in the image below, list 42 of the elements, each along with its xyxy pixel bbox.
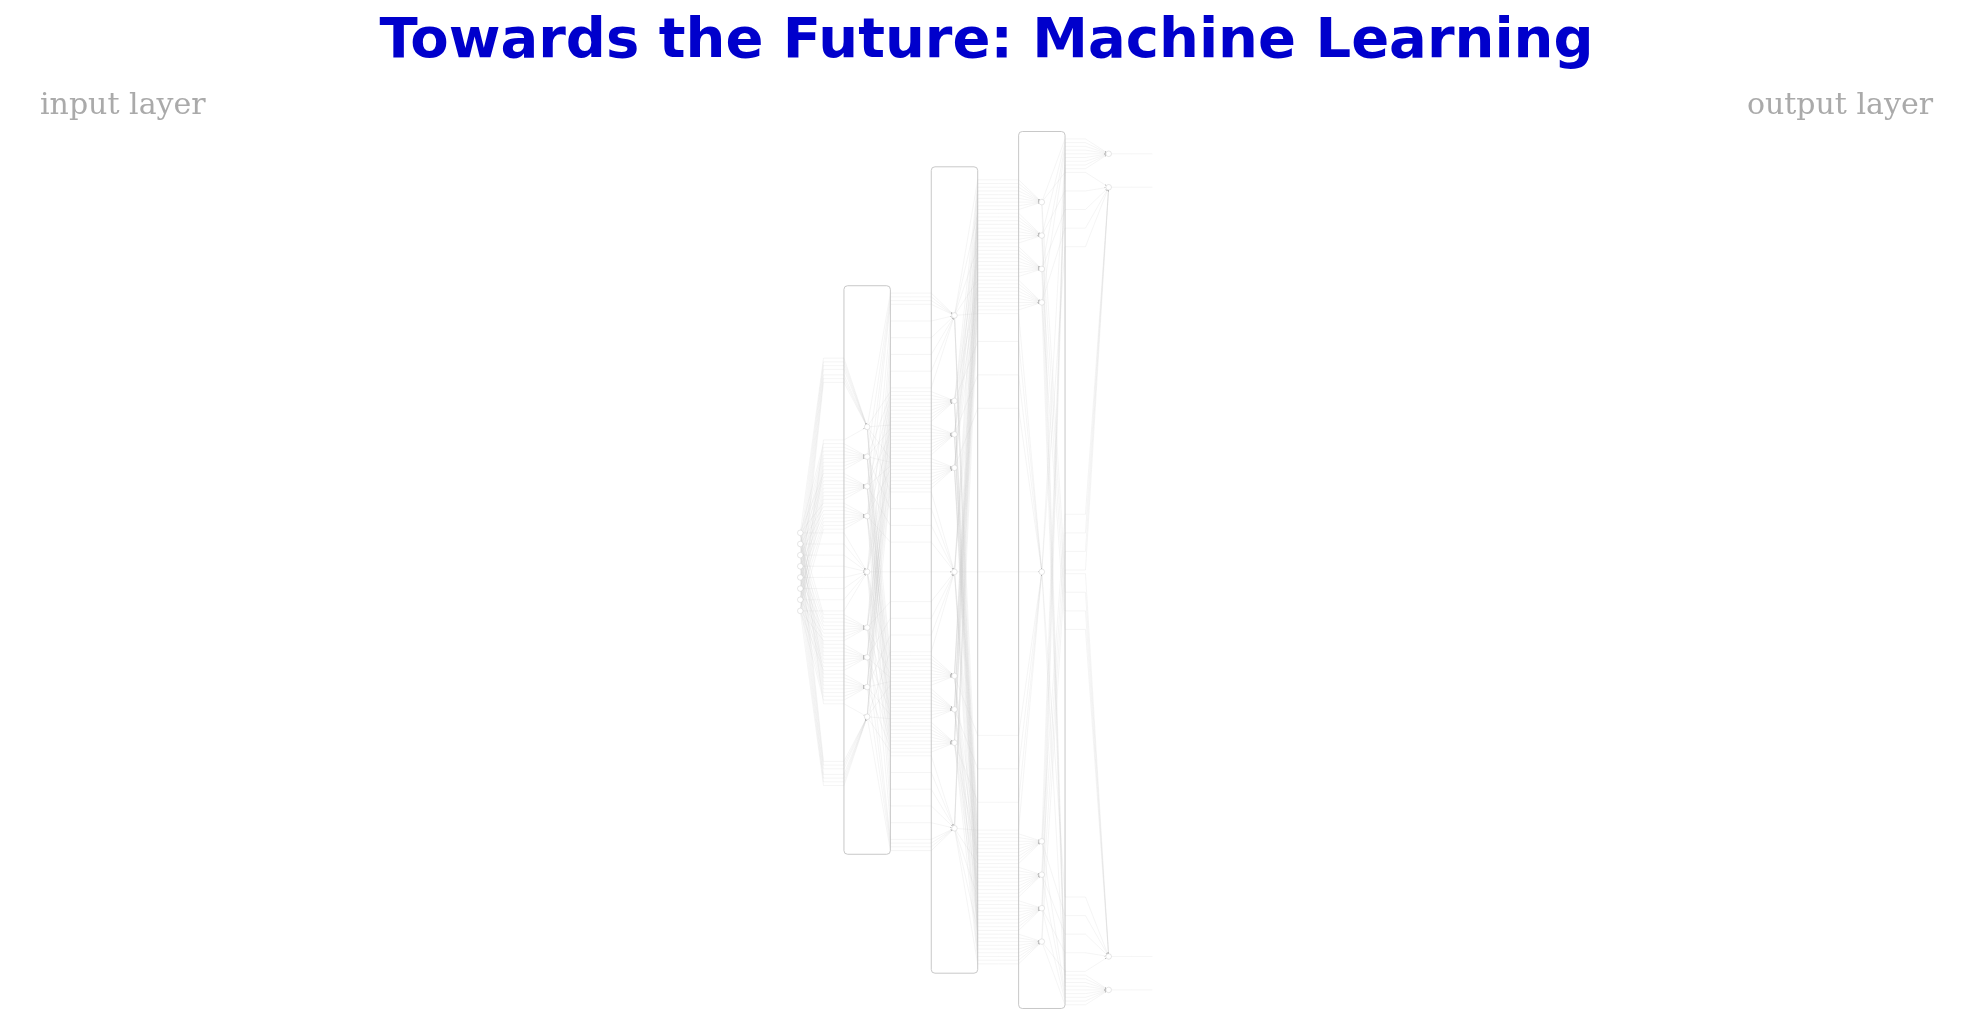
cluster — [843, 285, 892, 855]
node-circle — [1039, 266, 1046, 272]
node-circle — [864, 423, 871, 430]
node-circle — [797, 541, 804, 547]
cluster — [1018, 131, 1066, 1009]
title: Towards the Future: Machine Learning — [379, 6, 1594, 70]
node-circle — [951, 431, 958, 438]
node-circle — [797, 596, 804, 603]
node-circle — [1039, 199, 1046, 206]
node-circle — [797, 585, 804, 592]
node-circle — [797, 563, 804, 570]
node-circle — [864, 513, 871, 520]
node-circle — [1039, 568, 1046, 575]
node-circle — [1106, 986, 1113, 993]
node-circle — [951, 568, 958, 575]
node-circle — [1039, 299, 1046, 306]
node-circle — [797, 552, 804, 559]
node-circle — [1106, 953, 1113, 960]
node-circle — [864, 483, 871, 490]
node-circle — [864, 453, 871, 460]
node-circle — [1039, 938, 1046, 945]
node-circle — [951, 672, 958, 679]
layer-label: output layer — [1746, 86, 1933, 121]
node-circle — [951, 706, 958, 713]
node-circle — [1039, 838, 1046, 845]
node-circle — [864, 713, 871, 720]
node-circle — [1039, 905, 1046, 912]
node-circle — [1106, 184, 1113, 191]
node-circle — [951, 464, 958, 471]
layer-label: input layer — [40, 86, 206, 121]
node-circle — [864, 568, 871, 575]
node-circle — [951, 312, 958, 319]
cluster — [931, 166, 979, 974]
node-circle — [1039, 232, 1046, 239]
node-circle — [1106, 150, 1113, 157]
node-circle — [797, 574, 804, 581]
node-circle — [797, 529, 804, 536]
node-circle — [951, 397, 958, 404]
node-circle — [951, 825, 958, 832]
node-circle — [1039, 871, 1046, 878]
node-circle — [797, 607, 804, 614]
node-circle — [951, 739, 958, 746]
